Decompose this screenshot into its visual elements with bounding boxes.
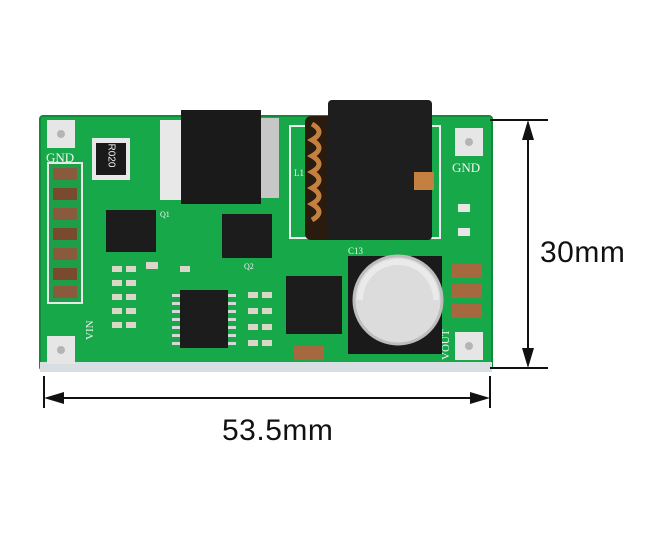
electrolytic-capacitor	[348, 254, 444, 354]
power-inductor	[289, 100, 441, 240]
silk-q2: Q2	[244, 262, 254, 271]
mosfet-q1	[106, 210, 156, 252]
width-dimension-label: 53.5mm	[222, 414, 334, 447]
height-dimension-arrow	[490, 119, 548, 369]
output-diode	[286, 276, 342, 334]
mosfet-q2	[222, 214, 272, 258]
regulator-to252	[160, 110, 279, 204]
height-dimension-label: 30mm	[540, 236, 626, 269]
width-dimension-arrow	[43, 376, 491, 408]
silk-gnd-left: GND	[46, 150, 75, 165]
passive-components	[112, 262, 272, 346]
input-terminal-pads	[47, 162, 83, 304]
output-capacitors	[294, 264, 482, 360]
silk-c13: C13	[348, 246, 364, 256]
resistor-marking: R020	[105, 143, 117, 168]
silk-vin: VIN	[84, 320, 96, 340]
silk-gnd-right: GND	[452, 160, 481, 175]
silk-q1: Q1	[160, 210, 170, 219]
mounting-pads	[47, 120, 483, 364]
silk-l1: L1	[294, 168, 304, 178]
controller-ic	[172, 290, 236, 348]
small-capacitors	[458, 204, 470, 236]
silk-vout: VOUT	[440, 329, 452, 360]
shunt-resistor	[92, 138, 130, 180]
